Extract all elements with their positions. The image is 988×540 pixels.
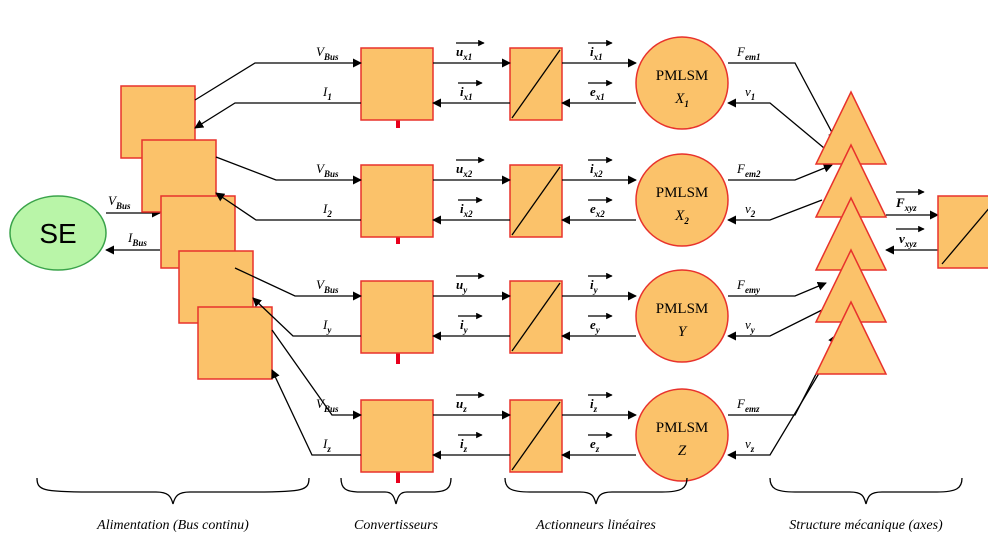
motor-circle-2 [635,153,729,247]
voltage-vector-label: ux2 [456,161,473,179]
force-label: Femz [736,396,760,414]
source-label: SE [39,218,76,249]
section-convertisseurs: Convertisseurs [354,518,439,533]
converter-box-4 [360,399,434,473]
emf-label: ey [590,317,601,335]
converter-current-label: iy [460,317,469,335]
converter-box-2 [360,164,434,238]
section-actionneurs: Actionneurs linéaires [535,518,656,533]
axis-label: Y [678,324,688,340]
actuator-diagonal [511,49,561,119]
output-velocity-label: vxyz [899,231,917,249]
motor-label: PMLSM [656,185,709,201]
bus-voltage-label: VBus [316,277,339,295]
axis-label: Z [678,443,687,459]
converter-box-3 [360,280,434,354]
axis-label: X2 [674,208,689,226]
output-force-label: Fxyz [895,195,917,213]
motor-label: PMLSM [656,301,709,317]
velocity-label: vz [745,436,755,454]
bus-current-label: Iy [322,317,332,335]
emf-label: ex2 [590,201,605,219]
bus-current-label: I1 [322,84,332,102]
section-structure: Structure mécanique (axes) [789,518,943,533]
voltage-vector-label: ux1 [456,44,472,62]
bus-current-label: IBus [127,230,147,248]
actuator-current-label: ix2 [590,161,603,179]
motor-circle-3 [635,269,729,363]
bus-voltage-label: VBus [316,161,339,179]
converter-current-label: ix2 [460,201,473,219]
velocity-label: vy [745,317,756,335]
velocity-label: v1 [745,84,755,102]
source-ellipse [9,195,107,271]
bus-voltage-label: VBus [108,193,131,211]
velocity-label: v2 [745,201,756,219]
section-alimentation: Alimentation (Bus continu) [96,518,249,533]
actuator-diagonal [511,166,561,236]
converter-current-label: ix1 [460,84,473,102]
motor-label: PMLSM [656,68,709,84]
force-label: Fem2 [736,161,761,179]
mech-triangle-5 [814,300,888,375]
emf-label: ex1 [590,84,605,102]
motor-circle-1 [635,36,729,130]
voltage-vector-label: uy [456,277,468,295]
bus-voltage-label: VBus [316,44,339,62]
motor-label: PMLSM [656,420,709,436]
converter-current-label: iz [460,436,468,454]
supply-box-5 [197,306,273,380]
voltage-vector-label: uz [456,396,467,414]
converter-box-1 [360,47,434,121]
bus-current-label: Iz [322,436,331,454]
bus-voltage-label: VBus [316,396,339,414]
bus-current-label: I2 [322,201,332,219]
actuator-diagonal [511,282,561,352]
actuator-current-label: iy [590,277,599,295]
axis-label: X1 [674,91,689,109]
force-label: Femy [736,277,761,295]
load-block [937,195,988,269]
actuator-current-label: ix1 [590,44,603,62]
actuator-diagonal [511,401,561,471]
emf-label: ez [590,436,600,454]
actuator-current-label: iz [590,396,598,414]
motor-circle-4 [635,388,729,482]
force-label: Fem1 [736,44,760,62]
